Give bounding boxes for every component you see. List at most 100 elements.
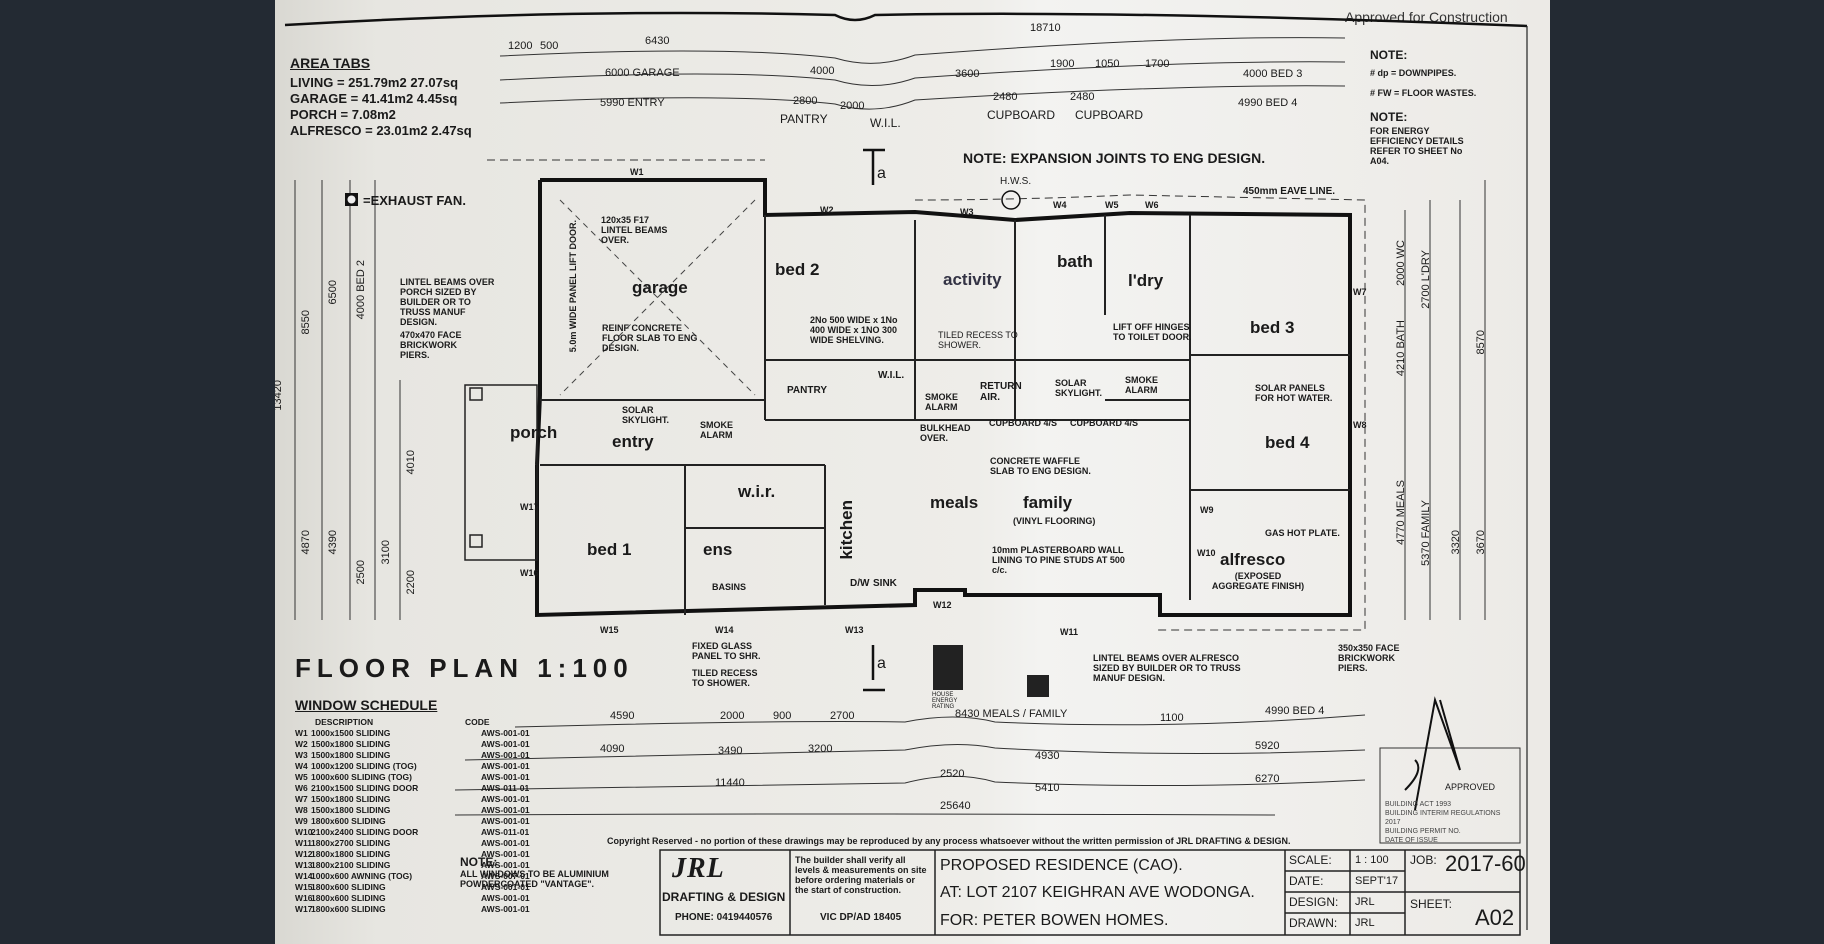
dim-4000: 4000	[810, 65, 835, 77]
dim-2000: 2000	[840, 100, 865, 112]
window-schedule-code: AWS-001-01	[481, 816, 530, 826]
project-line-2: AT: LOT 2107 KEIGHRAN AVE WODONGA.	[940, 884, 1255, 901]
window-w4: W4	[1053, 200, 1067, 210]
window-schedule-code: AWS-001-01	[481, 904, 530, 914]
bottom-dimension-lines	[454, 714, 1366, 816]
note-gas-hot-plate: GAS HOT PLATE.	[1265, 528, 1340, 538]
dim-2480b: 2480	[1070, 91, 1095, 103]
label-pantry-dim: PANTRY	[780, 112, 828, 126]
window-schedule-title: WINDOW SCHEDULE	[295, 697, 438, 713]
job-value: 2017-60	[1445, 851, 1526, 876]
window-w11: W11	[1060, 627, 1079, 637]
note-plasterboard: 10mm PLASTERBOARD WALL LINING TO PINE ST…	[992, 545, 1125, 575]
title-block-frame	[659, 849, 1521, 936]
window-schedule-desc: 1500x1800 SLIDING	[311, 805, 391, 815]
window-schedule-code: AWS-001-01	[481, 739, 530, 749]
dim-right-3670: 3670	[1475, 530, 1487, 555]
date-label: DATE:	[1289, 874, 1324, 888]
internal-walls	[540, 215, 1350, 615]
section-marker-bottom-label: a	[877, 655, 886, 672]
dim-bottom-11440: 11440	[715, 777, 745, 789]
drawn-value: JRL	[1355, 917, 1375, 929]
approval-block-frame	[1379, 747, 1521, 844]
note-downpipes: # dp = DOWNPIPES.	[1370, 68, 1457, 78]
company-phone: PHONE: 0419440576	[675, 912, 773, 923]
window-schedule-id: W10	[295, 827, 313, 837]
note-garage-slab: REINF CONCRETE FLOOR SLAB TO ENG DESIGN.	[602, 323, 698, 353]
scale-value: 1 : 100	[1355, 854, 1389, 866]
room-bed1: bed 1	[587, 540, 632, 559]
window-schedule-desc: 2100x1500 SLIDING DOOR	[311, 783, 419, 793]
dim-2800: 2800	[793, 95, 818, 107]
room-ens: ens	[703, 540, 733, 559]
note-return-air: RETURN AIR.	[980, 381, 1022, 403]
window-schedule-code: AWS-011-01	[481, 783, 530, 793]
energy-badge-icon	[933, 645, 963, 690]
area-line-alfresco: ALFRESCO = 23.01m2 2.47sq	[290, 123, 472, 138]
window-schedule-desc: 1500x1800 SLIDING	[311, 794, 391, 804]
approval-details: BUILDING ACT 1993 BUILDING INTERIM REGUL…	[1385, 801, 1501, 844]
dim-1050: 1050	[1095, 58, 1120, 70]
note-fixed-glass: FIXED GLASS PANEL TO SHR.	[692, 641, 761, 661]
dim-right-ldry: 2700 L'DRY	[1420, 250, 1432, 309]
window-schedule-desc: 1000x1500 SLIDING	[311, 728, 391, 738]
area-tabs-title: AREA TABS	[290, 55, 371, 71]
window-schedule-code: AWS-001-01	[481, 728, 530, 738]
project-line-3: FOR: PETER BOWEN HOMES.	[940, 912, 1169, 929]
family-flooring: (VINYL FLOORING)	[1013, 516, 1096, 526]
window-schedule-desc: 1800x1800 SLIDING	[311, 849, 391, 859]
room-kitchen: kitchen	[837, 500, 856, 560]
window-note: NOTE: ALL WINDOWS TO BE ALUMINIUM POWDER…	[460, 855, 610, 889]
room-laundry: l'dry	[1128, 271, 1164, 290]
room-porch: porch	[510, 423, 558, 442]
window-w2: W2	[820, 205, 834, 215]
window-w13: W13	[845, 625, 864, 635]
note-lintel-alfresco: LINTEL BEAMS OVER ALFRESCO SIZED BY BUIL…	[1093, 653, 1241, 683]
note-solar-skylight-entry: SOLAR SKYLIGHT.	[622, 405, 670, 425]
dim-left-3100: 3100	[380, 540, 392, 565]
window-w17: W17	[520, 502, 539, 512]
dim-right-family: 5370 FAMILY	[1420, 500, 1432, 566]
window-schedule-code: AWS-001-01	[481, 772, 530, 782]
window-schedule-id: W16	[295, 893, 313, 903]
section-marker-top-label: a	[877, 165, 886, 182]
copyright-note: Copyright Reserved - no portion of these…	[607, 836, 1291, 846]
window-w10: W10	[1197, 548, 1216, 558]
window-schedule-desc: 1800x600 SLIDING	[311, 816, 386, 826]
dim-bottom-900: 900	[773, 710, 792, 722]
note-cupboard-1: CUPBOARD 4/S	[989, 418, 1058, 428]
window-schedule-desc: 1500x1800 SLIDING	[311, 739, 391, 749]
floor-plan-title: FLOOR PLAN 1:100	[295, 653, 634, 683]
area-line-porch: PORCH = 7.08m2	[290, 107, 396, 122]
project-line-1: PROPOSED RESIDENCE (CAO).	[940, 857, 1183, 874]
dim-bottom-meals-family: 8430 MEALS / FAMILY	[955, 708, 1068, 720]
area-line-garage: GARAGE = 41.41m2 4.45sq	[290, 91, 458, 106]
window-schedule-desc: 1500x1800 SLIDING	[311, 750, 391, 760]
area-line-living: LIVING = 251.79m2 27.07sq	[290, 75, 459, 90]
floor-plan-sheet: Approved for Construction	[275, 0, 1550, 944]
section-marker-bottom	[863, 645, 885, 692]
dim-1700: 1700	[1145, 58, 1170, 70]
dim-top-6430: 6430	[645, 35, 670, 47]
window-schedule-id: W4	[295, 761, 308, 771]
window-schedule-id: W7	[295, 794, 308, 804]
window-w7: W7	[1353, 287, 1367, 297]
dim-garage: 6000 GARAGE	[605, 67, 680, 79]
window-schedule-code: AWS-001-01	[481, 882, 530, 892]
window-schedule-code: AWS-001-01	[481, 794, 530, 804]
note-waffle-slab: CONCRETE WAFFLE SLAB TO ENG DESIGN.	[990, 456, 1091, 476]
right-dimension-lines	[1404, 180, 1486, 620]
dim-left-13420: 13420	[275, 380, 284, 411]
dim-1900: 1900	[1050, 58, 1075, 70]
dim-bottom-4590: 4590	[610, 710, 635, 722]
window-schedule-id: W11	[295, 838, 313, 848]
